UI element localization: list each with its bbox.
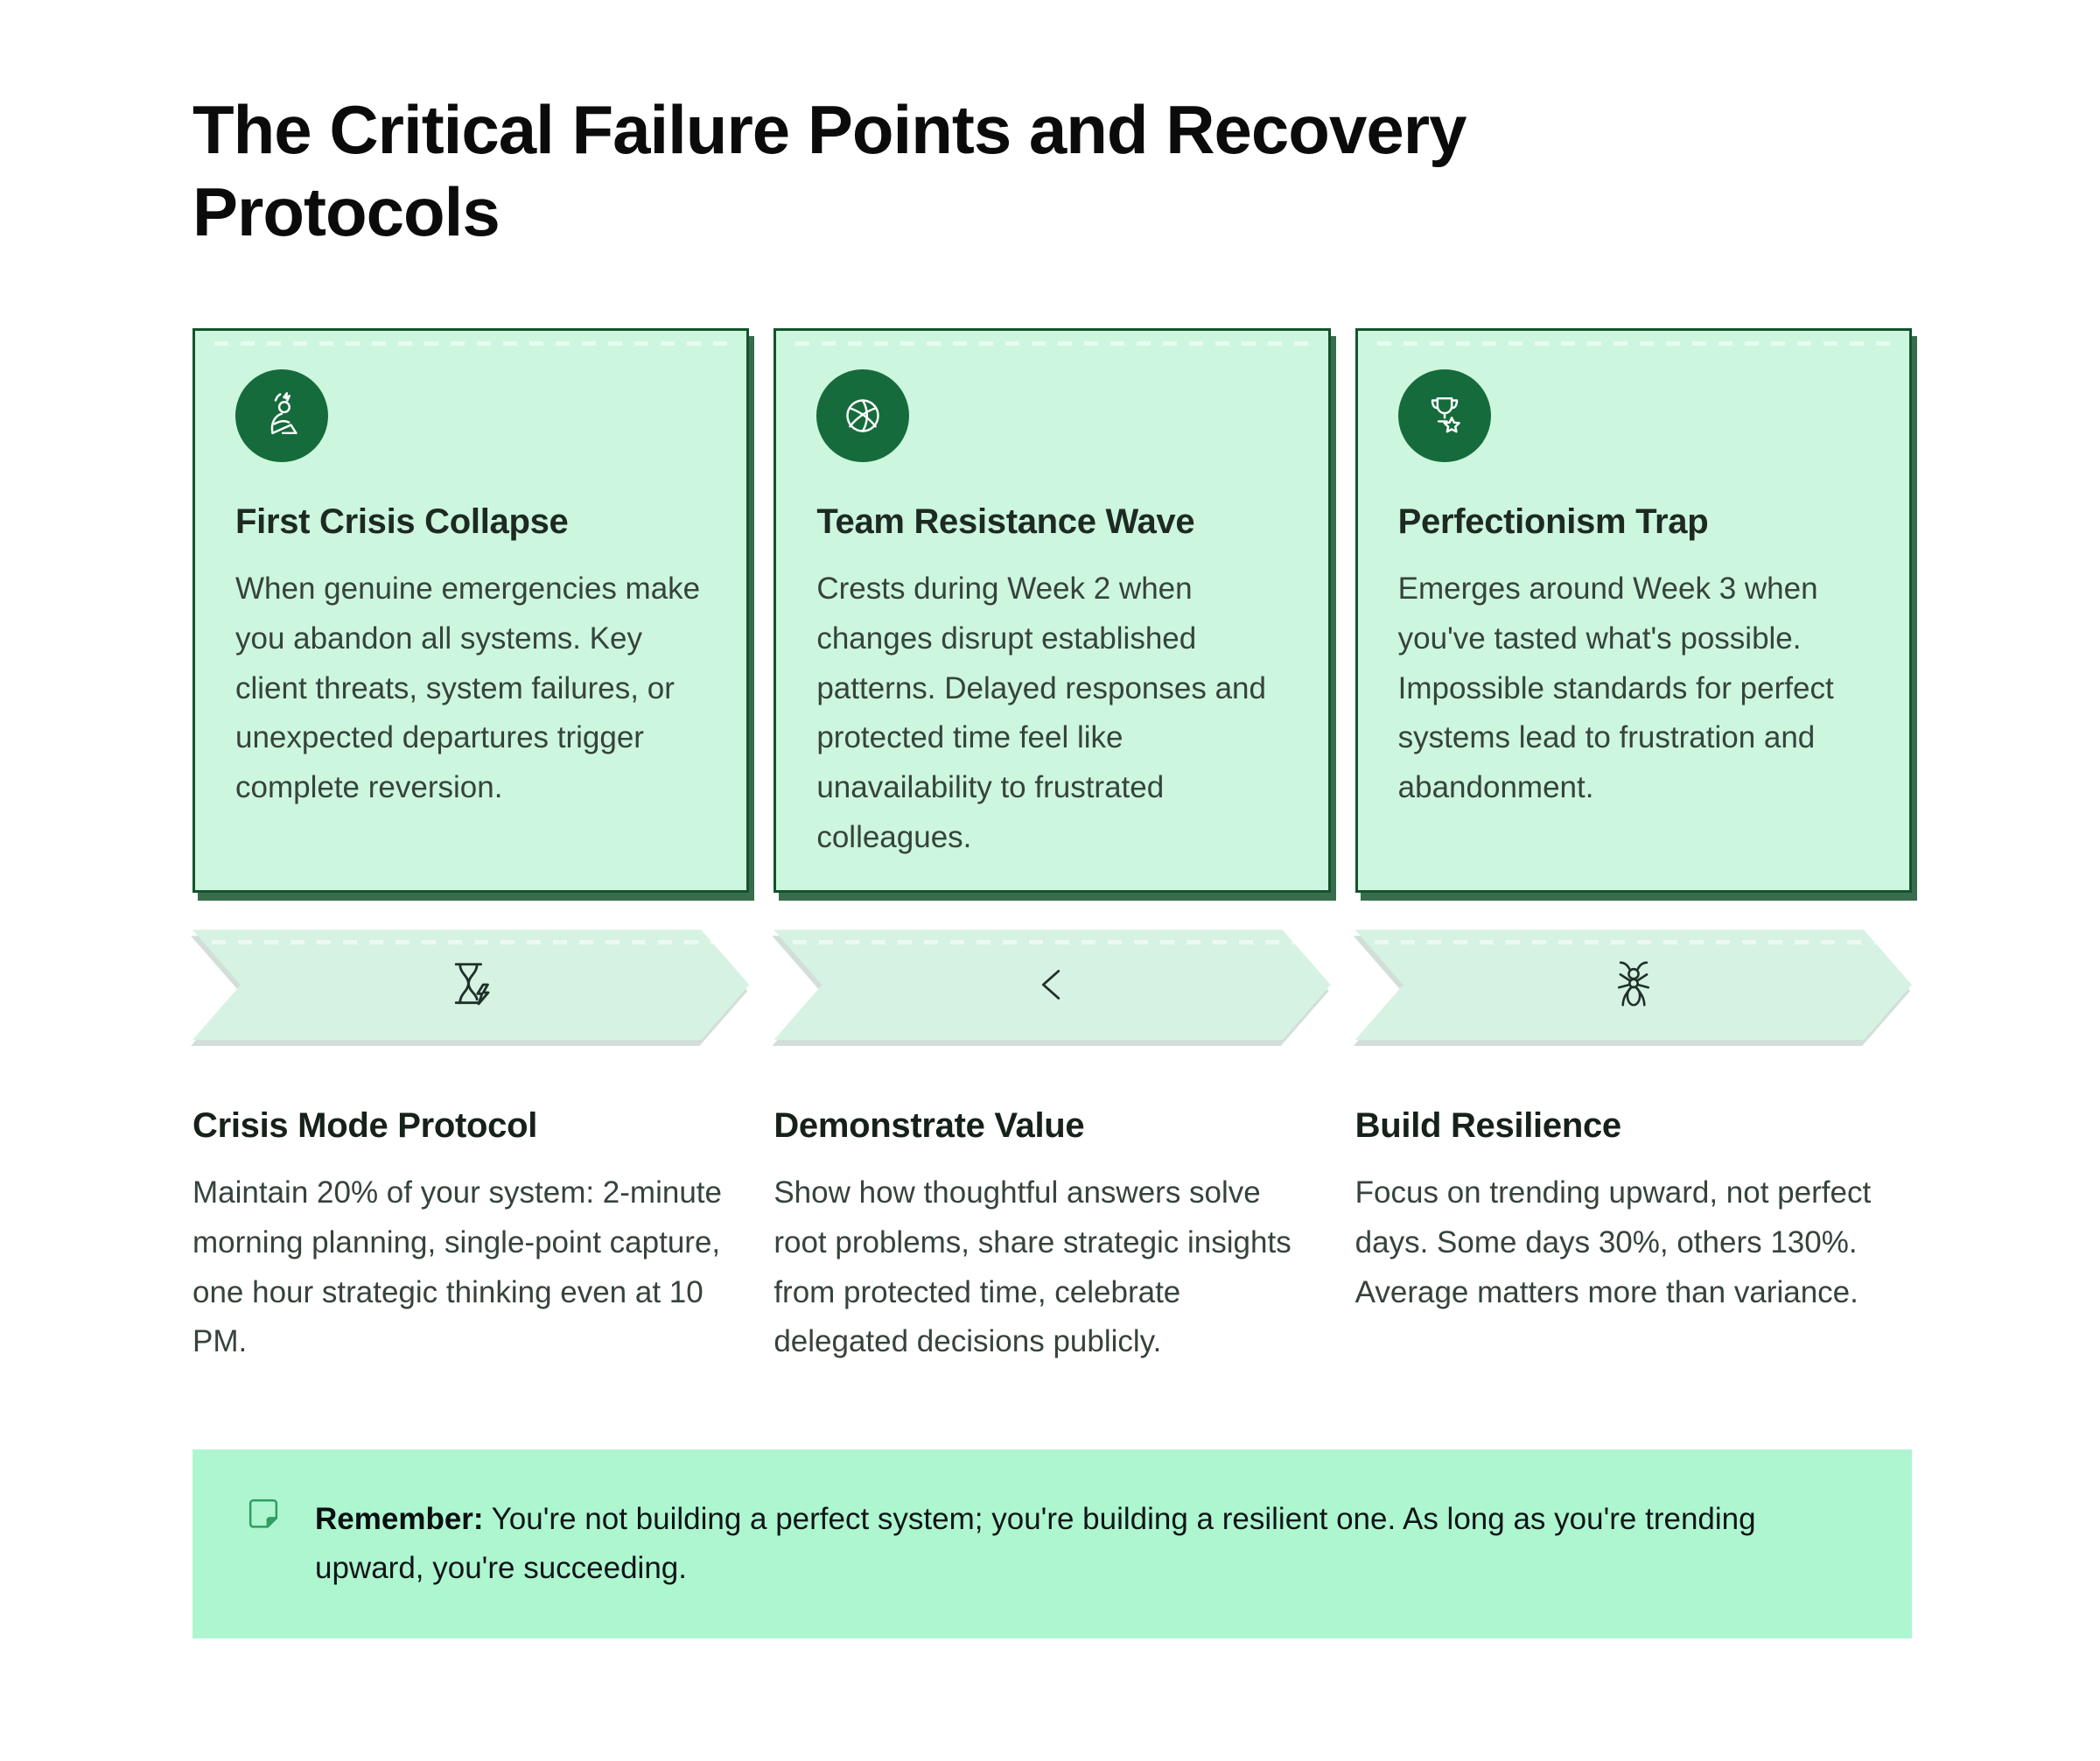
arrow-build-resilience (1355, 930, 1912, 1040)
step-build-resilience: Build Resilience Focus on trending upwar… (1355, 1106, 1912, 1367)
card-team-resistance-wave: Team Resistance Wave Crests during Week … (774, 328, 1331, 894)
card-first-crisis-collapse: First Crisis Collapse When genuine emerg… (192, 328, 750, 894)
card-body: Crests during Week 2 when changes disrup… (816, 572, 1266, 854)
card-body: Emerges around Week 3 when you've tasted… (1397, 572, 1834, 804)
volleyball-icon (846, 399, 880, 432)
arrow-demonstrate-value (774, 930, 1330, 1040)
hourglass-lightning-icon (444, 958, 498, 1012)
card-icon-circle (1397, 369, 1491, 463)
arrow-crisis-mode (192, 930, 749, 1040)
card-body: When genuine emergencies make you abando… (235, 572, 701, 804)
step-title: Build Resilience (1354, 1106, 1621, 1146)
stressed-person-icon (270, 392, 298, 435)
step-title: Demonstrate Value (774, 1106, 1085, 1146)
step-crisis-mode-protocol: Crisis Mode Protocol Maintain 20% of you… (192, 1106, 749, 1367)
recovery-arrows-row (192, 930, 1912, 1040)
remember-banner: Remember: You're not building a perfect … (192, 1449, 1912, 1638)
step-body: Maintain 20% of your system: 2-minute mo… (192, 1175, 722, 1359)
step-body: Focus on trending upward, not perfect da… (1354, 1175, 1872, 1309)
card-perfectionism-trap: Perfectionism Trap Emerges around Week 3… (1354, 328, 1912, 894)
remember-text: Remember: You're not building a perfect … (315, 1495, 1820, 1593)
card-title: Perfectionism Trap (1397, 502, 1709, 542)
trophy-star-icon (1431, 397, 1460, 433)
step-body: Show how thoughtful answers solve root p… (774, 1175, 1292, 1359)
ant-icon (1606, 958, 1661, 1012)
remember-label: Remember: (315, 1501, 484, 1536)
card-title: Team Resistance Wave (816, 502, 1195, 542)
page-title: The Critical Failure Points and Recovery… (192, 91, 1466, 250)
step-demonstrate-value: Demonstrate Value Show how thoughtful an… (774, 1106, 1330, 1367)
less-than-icon (1025, 958, 1079, 1012)
remember-body: You're not building a perfect system; yo… (315, 1501, 1756, 1585)
protocol-columns: Crisis Mode Protocol Maintain 20% of you… (192, 1106, 1912, 1367)
card-icon-circle (235, 369, 328, 463)
card-icon-circle (816, 369, 910, 463)
failure-cards-row: First Crisis Collapse When genuine emerg… (192, 328, 1912, 894)
sticky-note-icon (248, 1498, 278, 1528)
card-title: First Crisis Collapse (235, 502, 569, 542)
step-title: Crisis Mode Protocol (192, 1106, 538, 1146)
